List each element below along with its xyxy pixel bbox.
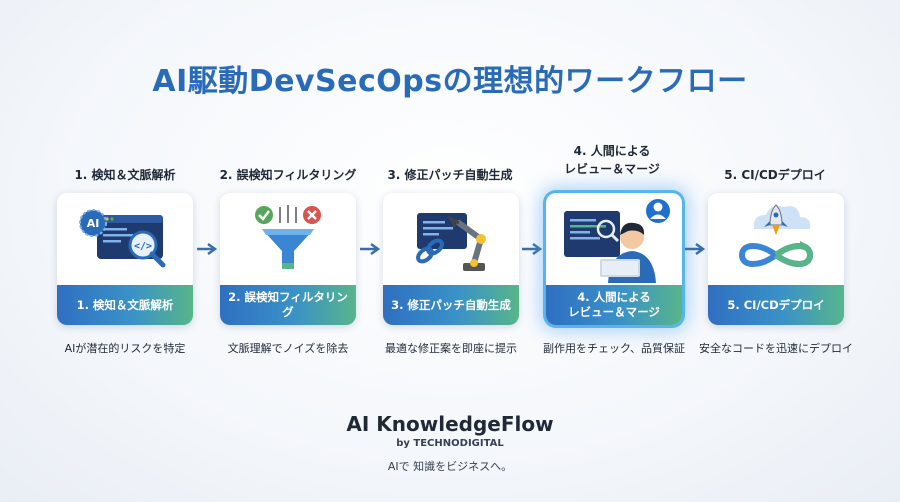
step-3-caption: 最適な修正案を即座に提示	[385, 342, 517, 355]
step-3-card[interactable]: 3. 修正パッチ自動生成	[383, 193, 519, 325]
arrow-right-icon	[360, 242, 381, 256]
step-2-card[interactable]: 2. 誤検知フィルタリング	[220, 193, 356, 325]
step-3-label: 3. 修正パッチ自動生成	[387, 168, 513, 182]
step-1-caption: AIが潜在的リスクを特定	[64, 342, 186, 355]
human-reviewer-icon	[564, 197, 672, 283]
step-1-label: 1. 検知＆文脈解析	[74, 168, 176, 182]
brand-tagline: AIで 知識をビジネスへ。	[387, 460, 513, 473]
step-5-label: 5. CI/CDデプロイ	[724, 168, 826, 182]
step-4-band-line1: 4. 人間による	[577, 290, 651, 304]
step-5-caption: 安全なコードを迅速にデプロイ	[699, 342, 853, 355]
ai-code-search-icon: </> AI	[79, 209, 166, 268]
page-title: AI駆動DevSecOpsの理想的ワークフロー	[152, 64, 748, 99]
arrow-right-icon	[685, 242, 706, 256]
step-4-label-line1: 4. 人間による	[573, 144, 651, 158]
svg-text:</>: </>	[134, 241, 152, 252]
ai-badge: AI	[87, 217, 100, 230]
step-4-label-line2: レビュー＆マージ	[564, 162, 660, 176]
step-1-card[interactable]: </> AI 1. 検知＆文脈解析	[57, 193, 193, 325]
step-5-band: 5. CI/CDデプロイ	[708, 285, 844, 325]
step-4-band: 4. 人間による レビュー＆マージ	[546, 285, 682, 325]
arrow-right-icon	[522, 242, 543, 256]
step-2-caption: 文脈理解でノイズを除去	[227, 342, 349, 355]
step-3-band: 3. 修正パッチ自動生成	[383, 285, 519, 325]
step-1-band: 1. 検知＆文脈解析	[57, 285, 193, 325]
step-5-card[interactable]: 5. CI/CDデプロイ	[708, 193, 844, 325]
brand-name: AI KnowledgeFlow	[346, 412, 554, 436]
step-4-caption: 副作用をチェック、品質保証	[542, 342, 685, 355]
step-4-card[interactable]: 4. 人間による レビュー＆マージ	[546, 193, 682, 325]
step-2-band: 2. 誤検知フィルタリング	[220, 285, 356, 325]
step-4-label: 4. 人間による レビュー＆マージ	[537, 142, 687, 178]
rocket-infinity-icon	[738, 204, 814, 267]
robot-arm-chain-icon	[416, 213, 486, 271]
step-4-band-line2: レビュー＆マージ	[568, 305, 660, 319]
funnel-filter-icon	[255, 205, 321, 269]
brand-byline: by TECHNODIGITAL	[396, 438, 504, 449]
step-2-label: 2. 誤検知フィルタリング	[219, 168, 357, 182]
arrow-right-icon	[197, 242, 218, 256]
